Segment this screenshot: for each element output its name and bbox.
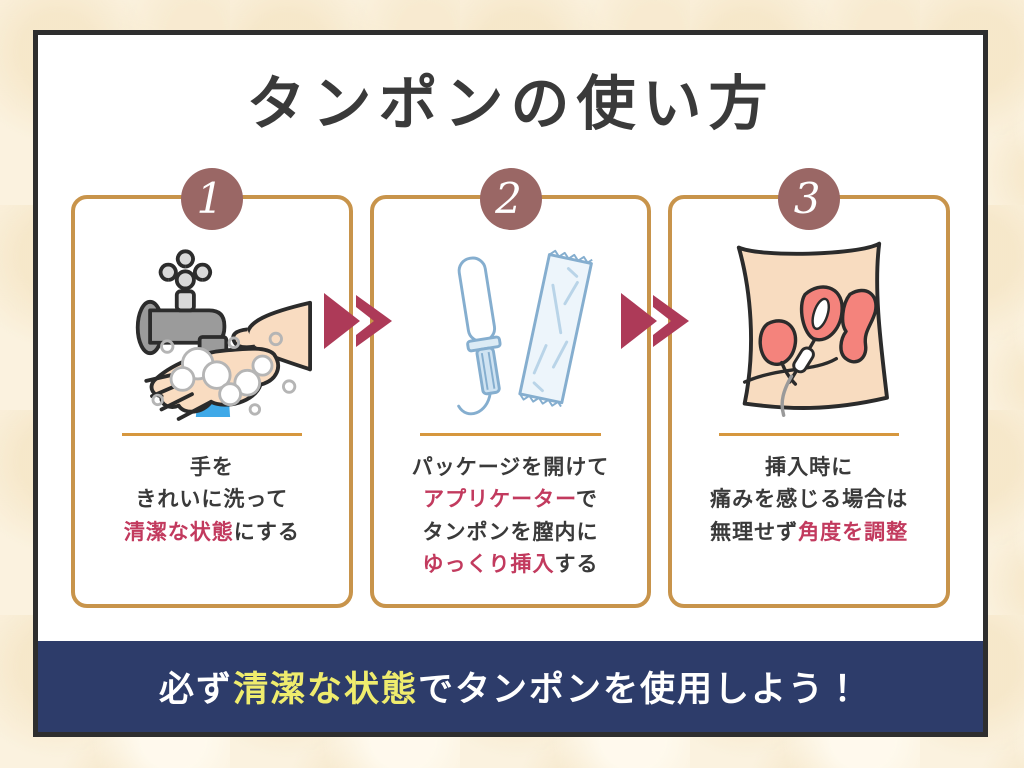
card-divider — [420, 432, 601, 436]
step-number: 3 — [793, 173, 821, 223]
main-panel: タンポンの使い方 1 — [33, 30, 988, 737]
step-card-1: 1 — [71, 167, 353, 608]
tampon-package-illustration — [374, 199, 648, 431]
anatomy-illustration — [672, 199, 946, 431]
text-line: きれいに洗って — [124, 484, 300, 517]
text-line: 手を — [124, 452, 300, 485]
card-divider — [121, 432, 303, 436]
text-line: タンポンを膣内に — [412, 517, 610, 550]
step-text: パッケージを開けてアプリケーターでタンポンを膣内にゆっくり挿入する — [412, 452, 610, 582]
page-title: タンポンの使い方 — [246, 71, 775, 137]
step-text: 挿入時に痛みを感じる場合は無理せず角度を調整 — [710, 452, 908, 550]
step-number: 1 — [196, 173, 224, 223]
steps-row: 1 — [71, 167, 951, 608]
step-card-2: 2 — [369, 167, 652, 608]
step-number: 2 — [495, 173, 522, 223]
step-text: 手をきれいに洗って清潔な状態にする — [124, 452, 300, 550]
text-line: 痛みを感じる場合は — [710, 484, 908, 517]
highlighted-text: ゆっくり挿入 — [422, 553, 555, 577]
handwashing-illustration — [75, 199, 349, 431]
step-number-badge: 1 — [180, 167, 243, 230]
plain-text: 必ず — [158, 670, 233, 709]
plain-text: 挿入時に — [765, 455, 854, 479]
text-line: 無理せず角度を調整 — [710, 517, 908, 550]
step-number-badge: 2 — [479, 167, 542, 230]
text-line: パッケージを開けて — [412, 452, 610, 485]
plain-text: 無理せず — [710, 520, 799, 544]
plain-text: する — [554, 553, 599, 577]
highlighted-text: 清潔な状態 — [232, 670, 418, 709]
plain-text: にする — [233, 520, 300, 544]
plain-text: 手を — [189, 455, 234, 479]
card-divider — [718, 432, 900, 436]
text-line: 挿入時に — [710, 452, 908, 485]
plain-text: パッケージを開けて — [411, 455, 610, 479]
highlighted-text: 清潔な状態 — [123, 520, 234, 544]
text-line: アプリケーターで — [412, 484, 610, 517]
text-line: 清潔な状態にする — [124, 517, 300, 550]
bottom-banner: 必ず清潔な状態でタンポンを使用しよう！ — [38, 641, 983, 732]
next-step-arrow — [619, 291, 691, 351]
highlighted-text: 角度を調整 — [798, 520, 909, 544]
step-number-badge: 3 — [778, 167, 841, 230]
plain-text: タンポンを膣内に — [422, 520, 599, 544]
plain-text: でタンポンを使用しよう！ — [418, 670, 863, 709]
plain-text: 痛みを感じる場合は — [710, 488, 909, 512]
text-line: ゆっくり挿入する — [412, 549, 610, 582]
text-line: 必ず清潔な状態でタンポンを使用しよう！ — [159, 661, 862, 712]
step-card-3: 3 — [668, 167, 951, 608]
plain-text: きれいに洗って — [135, 488, 289, 512]
highlighted-text: アプリケーター — [423, 488, 576, 512]
plain-text: で — [575, 488, 598, 512]
next-step-arrow — [322, 291, 394, 351]
